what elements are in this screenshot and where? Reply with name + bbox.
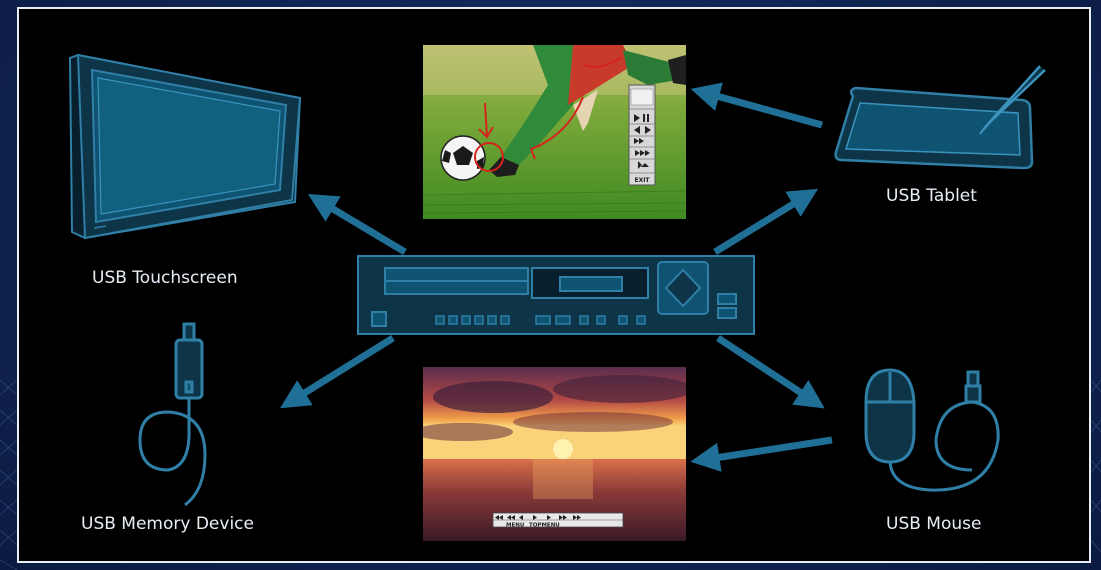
- sunset-menu-label: MENU: [506, 523, 524, 529]
- usb-tablet-icon: [834, 65, 1046, 170]
- sunset-video-frame: MENU TOPMENU: [423, 367, 686, 541]
- arrow-player-to-mouse: [716, 335, 825, 409]
- tablet-label: USB Tablet: [886, 186, 977, 206]
- arrow-mouse-to-sunset: [690, 436, 833, 472]
- soccer-control-panel: EXIT: [628, 84, 656, 186]
- media-player-icon: [357, 255, 755, 335]
- arrow-player-to-tablet: [713, 188, 819, 255]
- soccer-exit-label: EXIT: [634, 177, 650, 184]
- usb-mouse-icon: [864, 368, 1000, 492]
- sunset-topmenu-label: TOPMENU: [529, 523, 560, 529]
- touchscreen-label: USB Touchscreen: [92, 268, 238, 288]
- memory-device-label: USB Memory Device: [81, 514, 254, 534]
- arrow-player-to-memory: [280, 335, 395, 409]
- usb-memory-device-icon: [138, 322, 207, 507]
- soccer-video-frame: EXIT: [423, 45, 686, 219]
- arrow-tablet-to-soccer: [690, 82, 823, 129]
- touchscreen-monitor-icon: [68, 53, 302, 240]
- sunset-control-bar: MENU TOPMENU: [492, 512, 624, 529]
- arrow-player-to-touchscreen: [307, 193, 407, 256]
- mouse-label: USB Mouse: [886, 514, 982, 534]
